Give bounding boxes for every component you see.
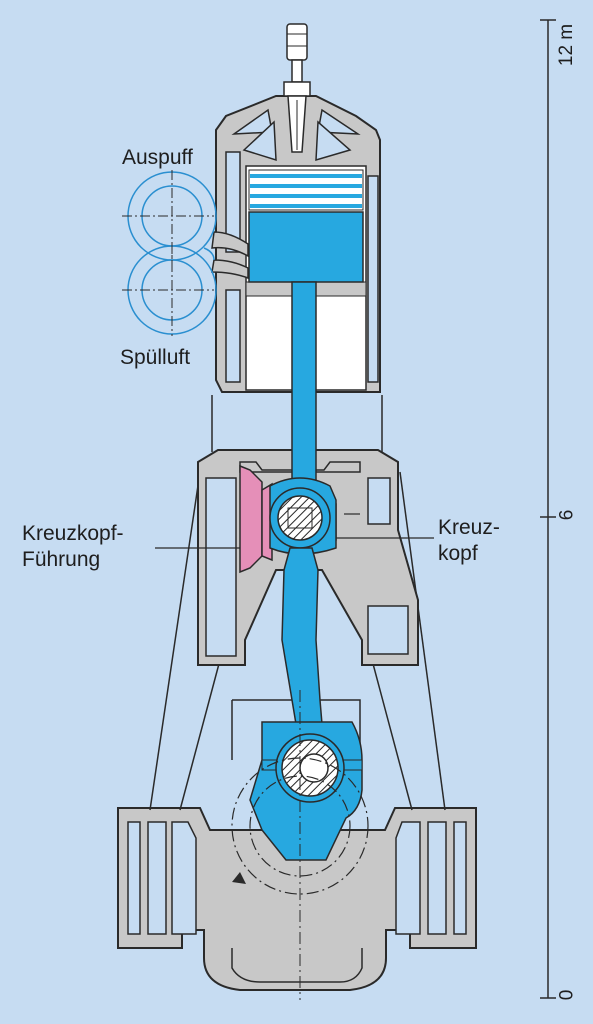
scale-tick-12m: 12 m <box>556 23 578 67</box>
crankcase-base <box>117 807 477 991</box>
scale-tick-6: 6 <box>556 509 578 521</box>
scale-bar <box>540 19 556 999</box>
crank-big-end <box>249 721 363 861</box>
crosshead <box>269 477 337 555</box>
label-kreuzkopf-2: kopf <box>438 542 478 565</box>
leader-lines <box>155 513 434 549</box>
label-kreuzkopf-fuehrung-2: Führung <box>22 548 101 571</box>
rotation-arrow-icon <box>232 872 246 884</box>
piston-rod <box>291 281 317 513</box>
label-kreuzkopf-1: Kreuz- <box>438 516 500 539</box>
label-spuelluft: Spülluft <box>120 346 191 369</box>
label-auspuff: Auspuff <box>122 146 193 169</box>
label-kreuzkopf-fuehrung-1: Kreuzkopf- <box>22 522 124 545</box>
fuel-valve <box>283 23 311 153</box>
piston <box>248 169 364 283</box>
a-frame-ties <box>149 471 446 811</box>
connecting-rod <box>281 547 323 725</box>
scale-tick-0: 0 <box>556 989 578 1001</box>
port-centerlines <box>122 170 214 336</box>
